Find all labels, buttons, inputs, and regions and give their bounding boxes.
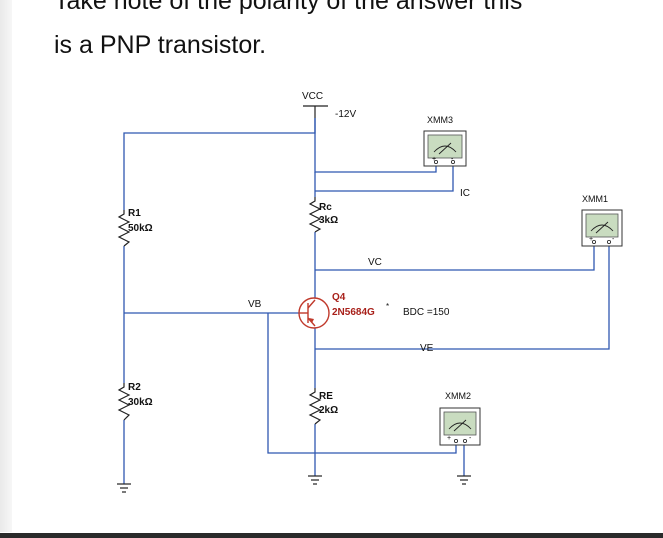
left-border xyxy=(0,0,12,532)
bottom-divider xyxy=(0,533,663,538)
pnp-transistor-symbol xyxy=(298,297,330,329)
question-text-line1: Take note of the polarity of the answer … xyxy=(54,0,523,15)
beta-label: BDC =150 xyxy=(403,307,450,318)
vb-label: VB xyxy=(248,299,262,310)
ve-label: VE xyxy=(420,343,434,354)
xmm1-minus: - xyxy=(612,236,615,243)
wires xyxy=(123,118,610,484)
transistor-part-marker: * xyxy=(386,302,389,311)
rc-name: Rc xyxy=(319,202,332,213)
resistor-rc xyxy=(308,197,322,233)
ground-icon xyxy=(457,475,471,485)
vcc-source xyxy=(303,105,328,118)
re-value: 2kΩ xyxy=(319,405,338,416)
re-name: RE xyxy=(319,391,333,402)
ground-icon xyxy=(117,483,131,493)
r2-name: R2 xyxy=(128,382,141,393)
r1-name: R1 xyxy=(128,208,141,219)
vc-label: VC xyxy=(368,257,382,268)
vcc-value: -12V xyxy=(335,109,356,120)
xmm2-label: XMM2 xyxy=(445,391,471,401)
r2-value: 30kΩ xyxy=(128,397,153,408)
xmm2-plus: + xyxy=(447,435,451,442)
rc-value: 3kΩ xyxy=(319,215,338,226)
xmm3-minus: - xyxy=(451,156,454,163)
resistor-r1 xyxy=(117,210,131,247)
multimeter-icon xyxy=(439,407,481,446)
transistor-name: Q4 xyxy=(332,292,346,303)
multimeter-icon xyxy=(423,130,467,167)
resistor-r2 xyxy=(117,383,131,421)
ground-icon xyxy=(308,475,322,485)
question-text-line2: is a PNP transistor. xyxy=(54,31,267,59)
xmm1-plus: + xyxy=(589,236,593,243)
xmm3-label: XMM3 xyxy=(427,115,453,125)
ic-label: IC xyxy=(460,188,470,199)
r1-value: 50kΩ xyxy=(128,223,153,234)
transistor-part: 2N5684G xyxy=(332,307,375,318)
multimeter-icon xyxy=(581,209,623,247)
xmm1-label: XMM1 xyxy=(582,194,608,204)
xmm2-minus: - xyxy=(469,435,472,442)
xmm3-plus: + xyxy=(432,156,436,163)
vcc-label: VCC xyxy=(302,91,323,102)
resistor-re xyxy=(308,388,322,425)
